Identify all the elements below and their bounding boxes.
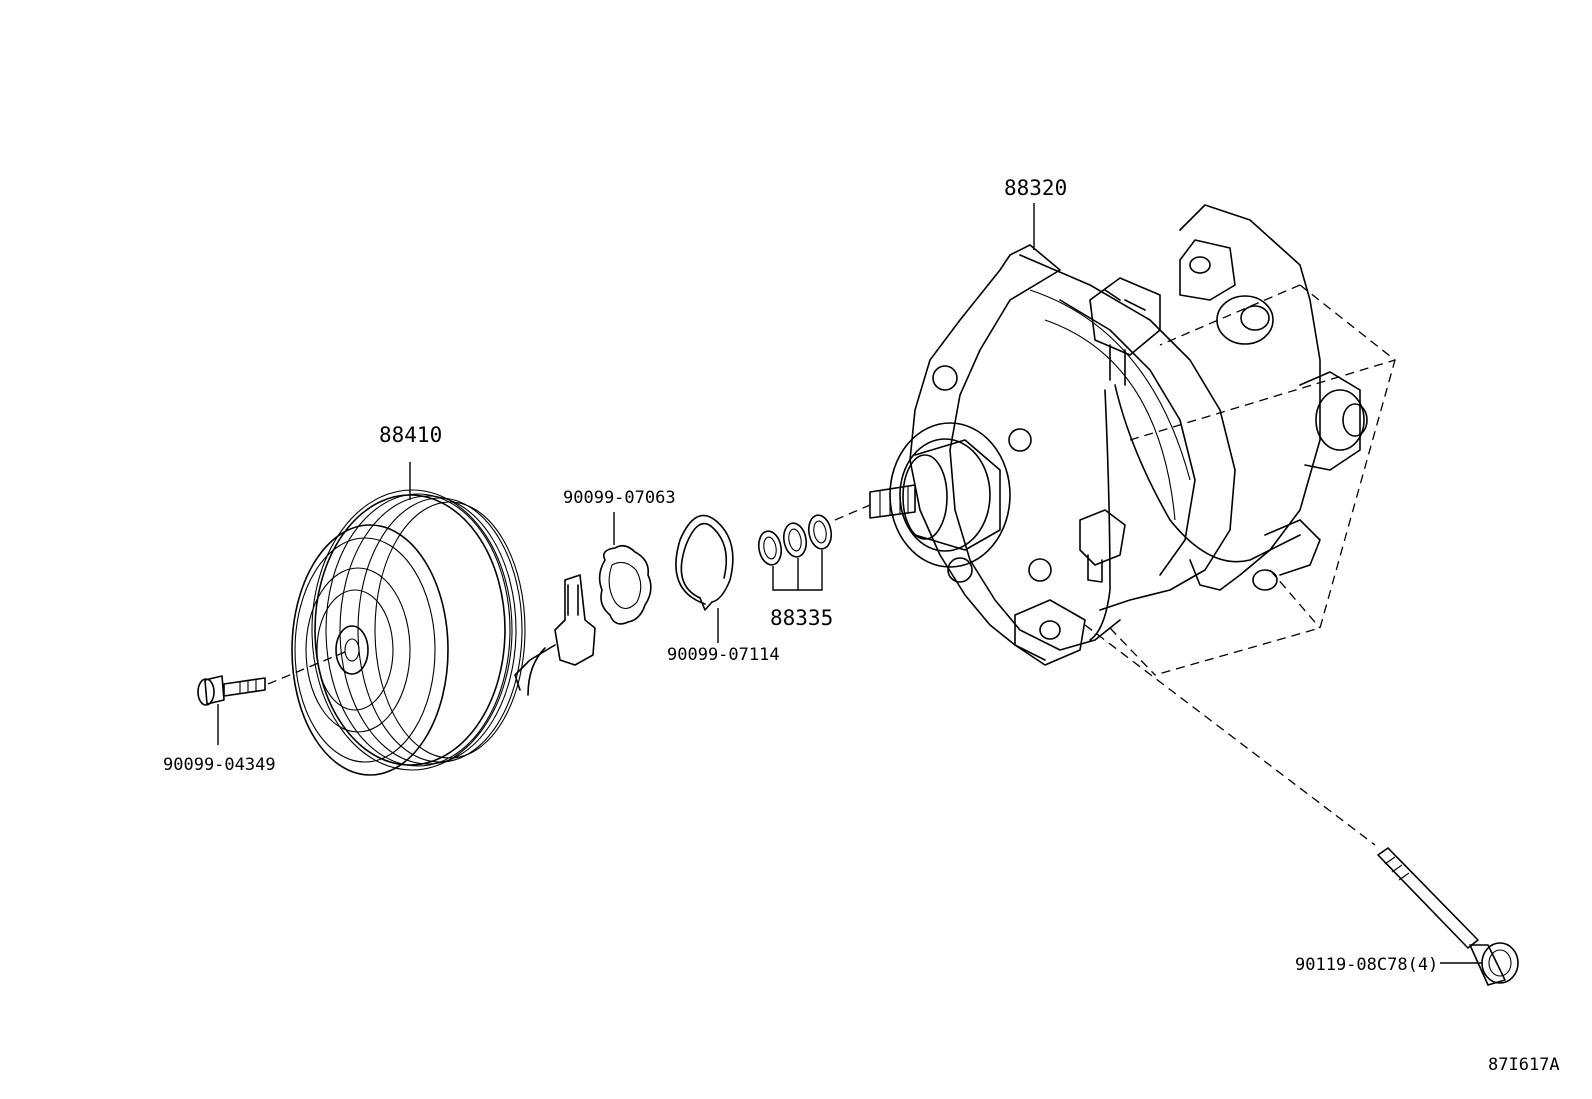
label-88410: 88410 (379, 423, 442, 447)
label-90099-07063: 90099-07063 (563, 488, 676, 508)
shim-set-88335[interactable] (756, 513, 834, 591)
label-88335: 88335 (770, 606, 833, 630)
field-coil-connector[interactable] (514, 574, 596, 696)
clutch-pulley-88410[interactable] (291, 462, 526, 776)
diagram-id: 87I617A (1488, 1055, 1560, 1075)
compressor-88320[interactable] (834, 204, 1396, 676)
label-88320: 88320 (1004, 176, 1067, 200)
label-90099-04349: 90099-04349 (163, 755, 276, 775)
shim-90099-07063[interactable] (598, 512, 652, 625)
center-bolt-90099-04349[interactable] (197, 651, 346, 745)
mount-bolt-90119-08C78[interactable] (1084, 624, 1519, 986)
label-90119-08C78: 90119-08C78(4) (1295, 955, 1438, 975)
label-90099-07114: 90099-07114 (667, 645, 780, 665)
snap-ring-90099-07114[interactable] (675, 514, 734, 644)
